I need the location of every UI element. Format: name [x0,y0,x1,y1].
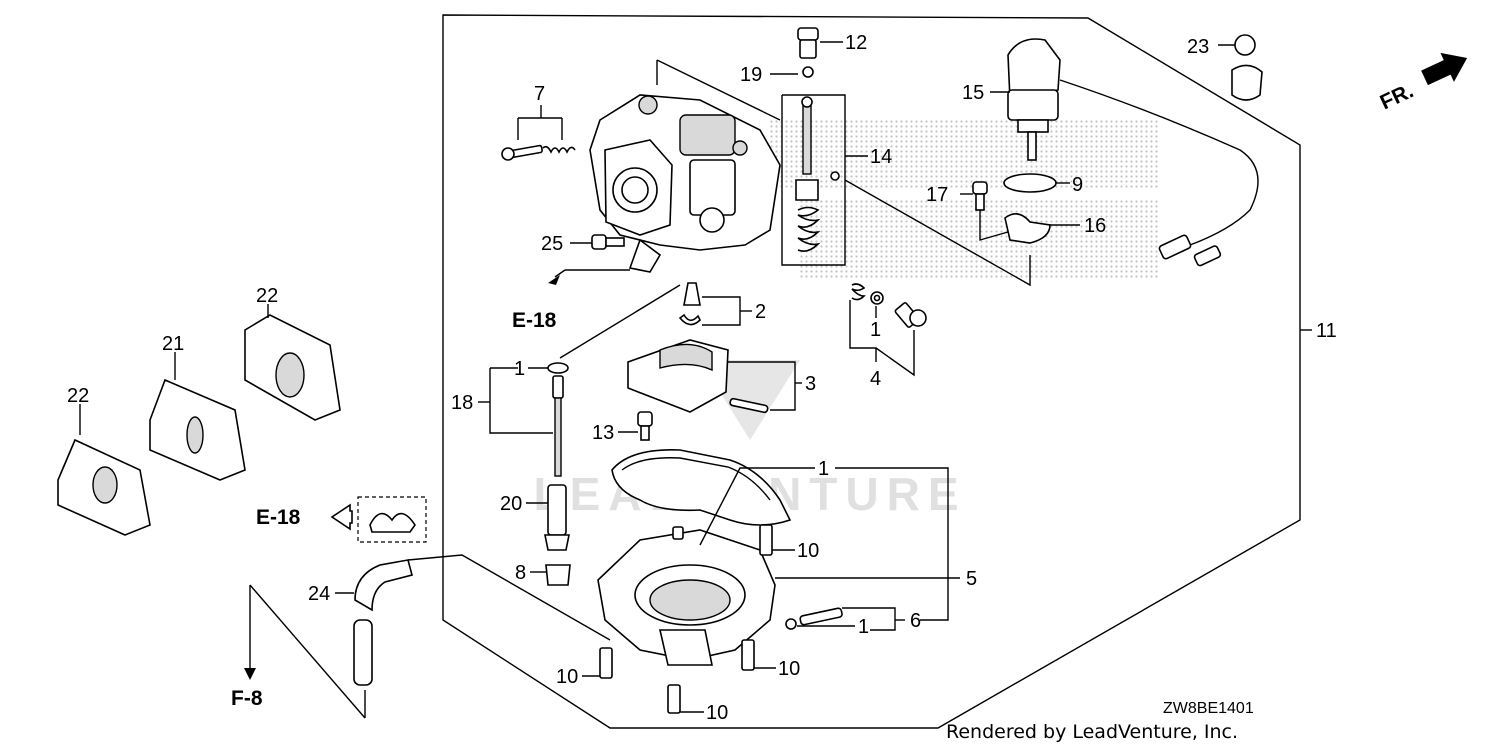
ref-e18-left: E-18 [256,506,301,529]
drain-screw [785,607,843,630]
part-12-valve [797,27,819,78]
callout-21: 21 [162,333,184,355]
callout-22-lower: 22 [67,385,89,407]
float-needle [678,282,701,326]
ref-f8: F-8 [231,687,263,710]
hose-clamp [357,496,427,543]
direction-label: FR. [1377,79,1417,114]
callout-19: 19 [740,64,762,86]
part-14-group [781,94,846,266]
leader-lines [79,41,1312,713]
diagram-code: ZW8BE1401 [1163,700,1254,717]
callout-1-jet: 1 [514,358,525,380]
callout-12: 12 [845,32,867,54]
callout-1-pilot: 1 [870,319,881,341]
f8-arrowhead [244,668,256,680]
f8-diagonal [249,584,366,719]
throttle-stop-screw [501,144,576,161]
callout-24: 24 [308,583,330,605]
callout-1-drain: 1 [858,616,869,638]
callout-20: 20 [500,493,522,515]
callout-1-gasket: 1 [818,458,829,480]
callout-labels: 7 12 19 14 15 9 17 16 23 11 25 2 1 4 3 1… [67,32,1337,743]
front-direction-arrow: FR. [1377,52,1468,114]
clip-23 [1231,34,1263,101]
float-chamber [597,526,776,666]
insulator-gaskets [57,314,341,536]
e18-ref-arrow-left [330,503,353,531]
footer-credit: Rendered by LeadVenture, Inc. [946,721,1238,743]
callout-3: 3 [805,373,816,395]
pilot-screw-set [851,283,927,328]
callout-17: 17 [926,184,948,206]
callout-7: 7 [534,83,545,105]
screws-10 [599,524,773,714]
callout-10-upper: 10 [797,540,819,562]
e18-top-arrowhead [548,275,560,285]
frame-top [656,59,781,121]
callout-11: 11 [1316,320,1337,342]
callout-25: 25 [541,233,563,255]
screw-17 [972,181,988,211]
callout-10-bottom: 10 [706,702,728,724]
tube-leader [407,554,611,641]
callout-8: 8 [515,562,526,584]
callout-14: 14 [870,146,892,168]
main-jet-set [544,362,571,586]
callout-18: 18 [451,392,473,414]
callout-23: 23 [1187,36,1209,58]
e18-top-leader [554,269,566,278]
callout-5: 5 [966,568,977,590]
gasket-inner [621,457,771,501]
ref-e18-top: E-18 [512,309,557,332]
fuel-tube [353,559,413,686]
screw-25 [591,234,625,250]
callout-6: 6 [910,610,921,632]
screw-13 [637,411,653,441]
callout-15: 15 [962,82,984,104]
choke-solenoid [1007,38,1259,267]
callout-9: 9 [1072,174,1083,196]
callout-4: 4 [870,368,881,390]
callout-13: 13 [592,422,614,444]
o-ring-9 [1003,173,1057,193]
callout-10-left: 10 [556,666,578,688]
callout-2: 2 [755,301,766,323]
callout-10-right: 10 [778,658,800,680]
assembly-outline [442,14,1301,729]
carburetor-body [589,94,781,273]
float [627,339,769,414]
callout-16: 16 [1084,215,1106,237]
callout-22-upper: 22 [256,285,278,307]
